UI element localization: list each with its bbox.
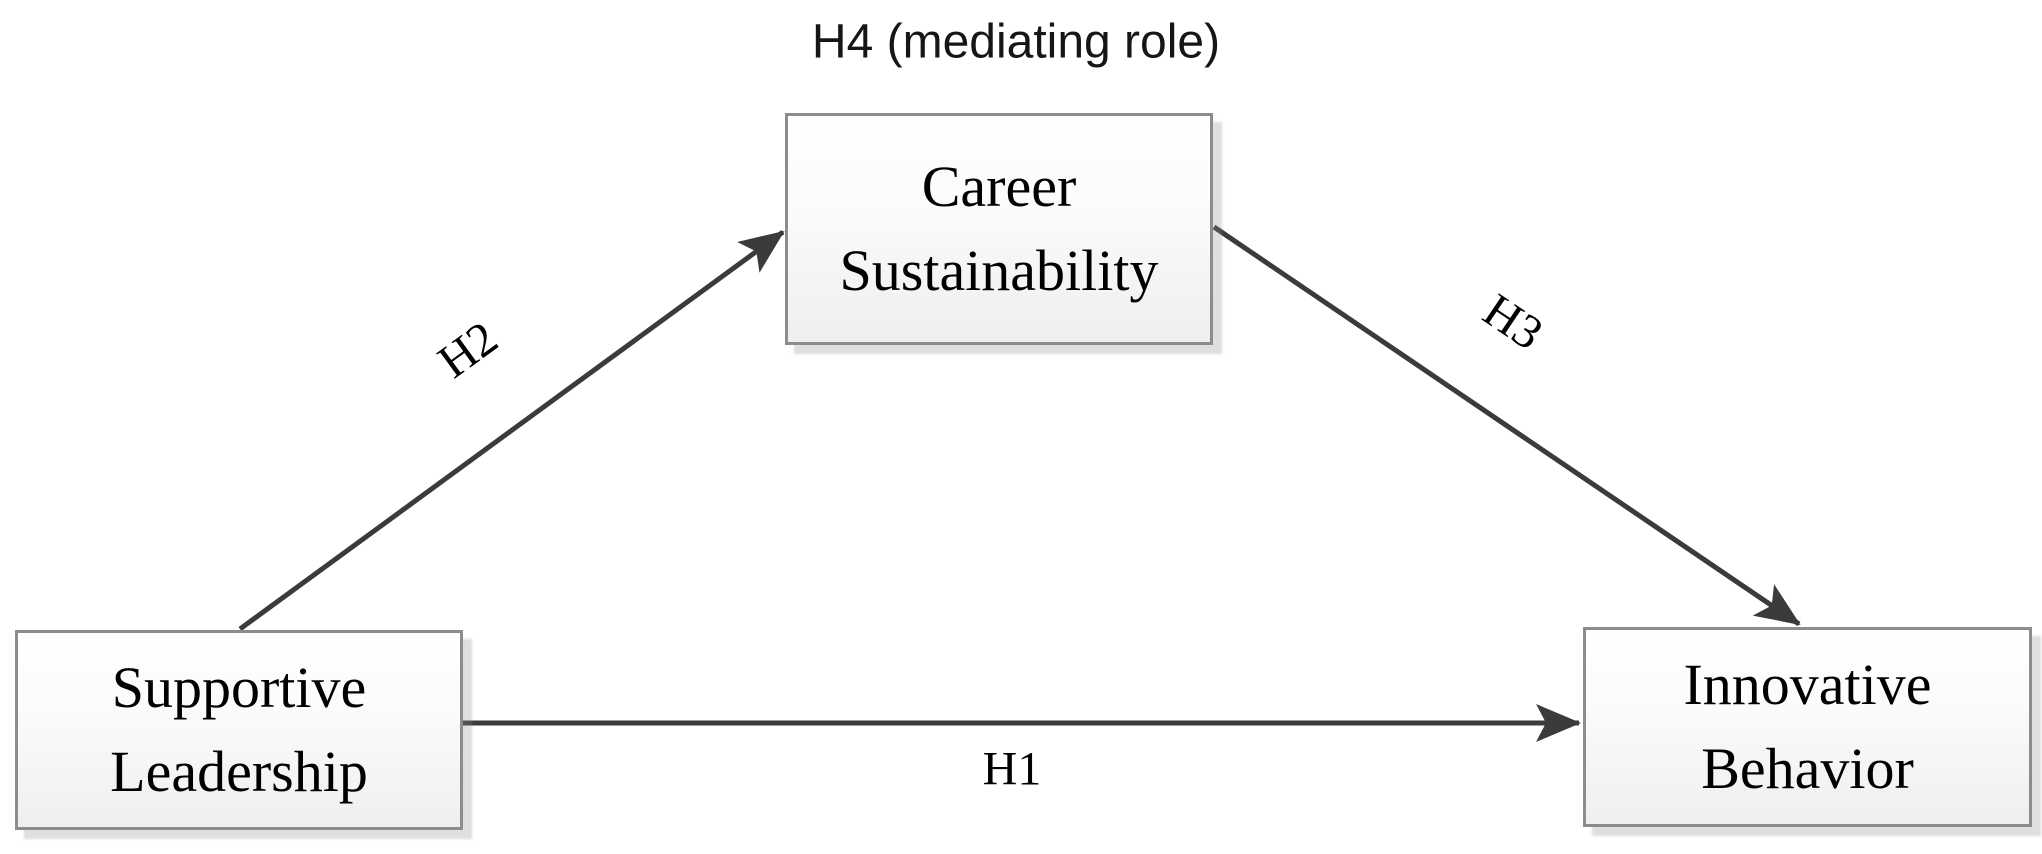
node-innovative-behavior: Innovative Behavior xyxy=(1583,627,2032,827)
node-label-line: Supportive xyxy=(111,654,367,720)
edge-label-h2: H2 xyxy=(428,311,508,389)
node-label-line: Leadership xyxy=(110,739,368,804)
node-label-line: Career xyxy=(921,153,1077,219)
node-supportive-leadership: Supportive Leadership xyxy=(15,630,463,830)
node-label-line: Innovative xyxy=(1683,651,1932,717)
h2-arrow xyxy=(238,229,785,632)
mediating-role-title: H4 (mediating role) xyxy=(811,15,1221,69)
edge-label-h1: H1 xyxy=(982,742,1042,796)
node-label-line: Sustainability xyxy=(839,238,1159,303)
node-career-sustainability: Career Sustainability xyxy=(785,113,1213,345)
node-label-line: Behavior xyxy=(1701,736,1914,801)
edge-label-h3: H3 xyxy=(1473,283,1553,361)
